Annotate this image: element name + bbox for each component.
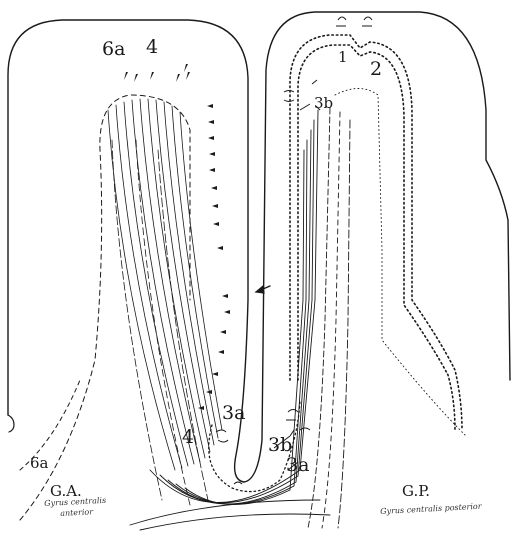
anterior-fibre-streaks bbox=[108, 99, 222, 505]
area-1-label: 1 bbox=[338, 50, 348, 65]
left-edge-notch bbox=[8, 415, 14, 432]
area-6a-lower-label: 6a bbox=[30, 456, 49, 471]
area-6a-top-label: 6a bbox=[102, 40, 125, 59]
area-4-lower-label: 4 bbox=[182, 428, 194, 447]
area-3b-lower-label: 3b bbox=[268, 436, 292, 455]
area-3a-back-label: 3a bbox=[286, 456, 309, 475]
area-3a-front-label: 3a bbox=[222, 404, 245, 423]
posterior-dotted-fringe bbox=[335, 89, 465, 436]
area-2-label: 2 bbox=[370, 60, 382, 79]
gp-label: G.P. bbox=[402, 484, 430, 499]
sulcus-arrow-head bbox=[256, 286, 264, 293]
area-3b-upper-label: 3b bbox=[314, 96, 333, 111]
lower-left-dashed-line bbox=[20, 380, 80, 470]
area-4-top-label: 4 bbox=[146, 38, 158, 57]
anterior-gyrus-outline bbox=[8, 12, 510, 482]
